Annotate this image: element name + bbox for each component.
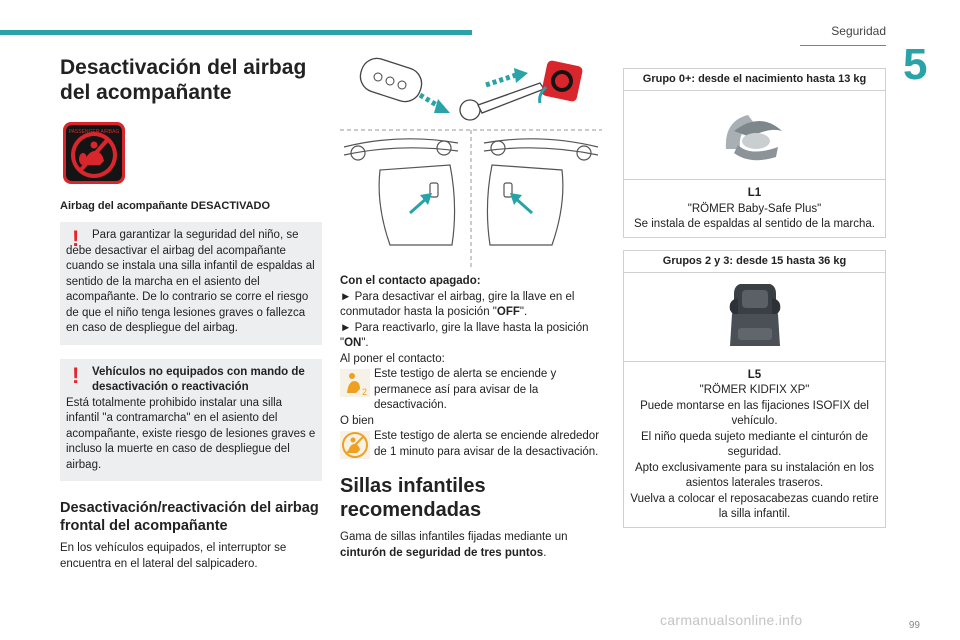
chapter-number: 5 bbox=[903, 40, 928, 89]
left-dashboard-side-icon bbox=[343, 138, 459, 246]
or-text: O bien bbox=[340, 414, 374, 427]
key-fob-icon bbox=[359, 57, 423, 103]
card-image bbox=[624, 91, 885, 180]
seat-card-group-0: Grupo 0+: desde el nacimiento hasta 13 k… bbox=[623, 68, 886, 238]
warning-exclamation-icon: ! bbox=[72, 362, 80, 388]
condition-ignition-on: Al poner el contacto: bbox=[340, 352, 445, 365]
seat-code: L5 bbox=[747, 368, 762, 381]
warning-note-1-text: Para garantizar la seguridad del niño, s… bbox=[66, 229, 315, 334]
seat-code: L1 bbox=[747, 187, 762, 199]
step-reactivate: ► Para reactivarlo, gire la llave hasta … bbox=[340, 321, 589, 350]
page-number: 99 bbox=[908, 620, 920, 631]
booster-seat-icon bbox=[729, 283, 780, 346]
header-accent-bar bbox=[0, 30, 472, 35]
card-body: L5 "RÖMER KIDFIX XP" Puede montarse en l… bbox=[624, 362, 885, 527]
lamp-note-2: Este testigo de alerta se enciende alred… bbox=[340, 429, 602, 460]
airbag-switch-icon bbox=[541, 60, 583, 102]
seat-name: "RÖMER KIDFIX XP" bbox=[699, 384, 810, 396]
seat-card-group-2-3: Grupos 2 y 3: desde 15 hasta 36 kg L5 "R… bbox=[623, 249, 886, 528]
airbag-off-warning-lamp-icon bbox=[340, 431, 370, 459]
right-dashboard-side-icon bbox=[483, 138, 599, 246]
airbag-switch-illustration bbox=[340, 57, 602, 267]
card-header: Grupos 2 y 3: desde 15 hasta 36 kg bbox=[624, 251, 885, 273]
lamp-note-1: 2 Este testigo de alerta se enciende y p… bbox=[340, 367, 602, 414]
column-2: Con el contacto apagado: ► Para desactiv… bbox=[340, 55, 602, 561]
subsection-heading: Desactivación/reactivación del airbag fr… bbox=[60, 500, 319, 534]
condition-ignition-off: Con el contacto apagado: bbox=[340, 275, 481, 287]
baby-seat-icon bbox=[725, 115, 782, 161]
seat-description-2: El niño queda sujeto mediante el cinturó… bbox=[641, 430, 868, 459]
recommended-seats-heading: Sillas infantiles recomendadas bbox=[340, 475, 486, 521]
header-rule bbox=[800, 45, 886, 46]
icon-caption: Airbag del acompañante DESACTIVADO bbox=[60, 200, 271, 212]
page-heading: Desactivación del airbag del acompañante bbox=[60, 56, 307, 104]
switch-location-paragraph: En los vehículos equipados, el interrupt… bbox=[60, 542, 287, 570]
warning-note-1: ! Para garantizar la seguridad del niño,… bbox=[60, 222, 322, 345]
card-image bbox=[624, 273, 885, 362]
warning-note-2-text: Está totalmente prohibido instalar una s… bbox=[66, 396, 316, 471]
seat-description-4: Vuelva a colocar el reposacabezas cuando… bbox=[630, 492, 879, 521]
watermark: carmanualsonline.info bbox=[660, 612, 803, 628]
column-1: Desactivación del airbag del acompañante… bbox=[60, 55, 322, 572]
airbag-warning-lamp-icon: 2 bbox=[340, 369, 370, 397]
icon-label: PASSENGER AIRBAG bbox=[69, 129, 120, 135]
step-deactivate: ► Para desactivar el airbag, gire la lla… bbox=[340, 290, 575, 319]
warning-note-2: ! Vehículos no equipados con mando de de… bbox=[60, 358, 322, 481]
instructions: Con el contacto apagado: ► Para desactiv… bbox=[340, 274, 602, 460]
card-body: L1 "RÖMER Baby-Safe Plus" Se instala de … bbox=[624, 180, 885, 237]
card-header: Grupo 0+: desde el nacimiento hasta 13 k… bbox=[624, 69, 885, 91]
column-3: Grupo 0+: desde el nacimiento hasta 13 k… bbox=[623, 68, 886, 540]
seat-description-3: Apto exclusivamente para su instalación … bbox=[634, 461, 875, 490]
warning-note-2-title: Vehículos no equipados con mando de desa… bbox=[92, 365, 305, 394]
seat-name: "RÖMER Baby-Safe Plus" bbox=[687, 202, 822, 215]
svg-text:2: 2 bbox=[362, 387, 367, 397]
key-icon bbox=[459, 82, 545, 121]
seats-intro: Gama de sillas infantiles fijadas median… bbox=[340, 531, 568, 559]
passenger-airbag-off-icon: PASSENGER AIRBAG bbox=[63, 122, 125, 184]
warning-exclamation-icon: ! bbox=[72, 226, 80, 251]
seat-description: Se instala de espaldas al sentido de la … bbox=[633, 218, 875, 230]
seat-description-1: Puede montarse en las fijaciones ISOFIX … bbox=[640, 399, 869, 428]
section-title: Seguridad bbox=[831, 24, 886, 38]
